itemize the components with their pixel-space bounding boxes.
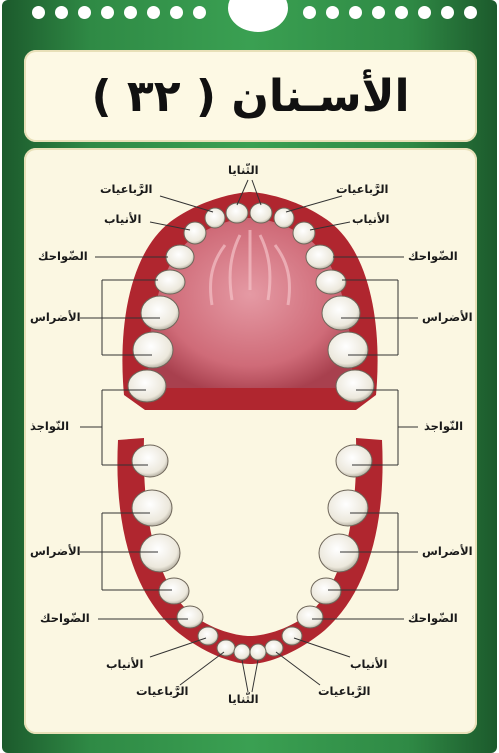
label-upper-premolars-right: الضّواحك bbox=[408, 249, 458, 263]
lower-jaw bbox=[117, 438, 382, 664]
label-upper-premolars-left: الضّواحك bbox=[38, 249, 88, 263]
label-lower-molars-right: الأضراس bbox=[422, 544, 473, 558]
upper-jaw bbox=[122, 192, 377, 410]
label-wisdom-left: النّواجذ bbox=[30, 419, 69, 433]
label-lower-canines-left: الأنياب bbox=[106, 657, 143, 671]
label-upper-laterals-left: الرَّباعيات bbox=[100, 182, 152, 196]
label-lower-laterals-right: الرَّباعيات bbox=[318, 684, 370, 698]
label-lower-laterals-left: الرَّباعيات bbox=[136, 684, 188, 698]
label-wisdom-right: النّواجذ bbox=[424, 419, 463, 433]
lower-teeth bbox=[132, 445, 372, 660]
label-upper-molars-right: الأضراس bbox=[422, 310, 473, 324]
label-upper-laterals-right: الرَّباعيات bbox=[336, 182, 388, 196]
label-lower-premolars-right: الضّواحك bbox=[408, 611, 458, 625]
label-upper-canines-right: الأنياب bbox=[352, 212, 389, 226]
label-upper-molars-left: الأضراس bbox=[30, 310, 81, 324]
label-upper-canines-left: الأنياب bbox=[104, 212, 141, 226]
label-lower-canines-right: الأنياب bbox=[350, 657, 387, 671]
label-upper-incisors: الثّنايا bbox=[228, 163, 259, 177]
label-lower-premolars-left: الضّواحك bbox=[40, 611, 90, 625]
label-lower-molars-left: الأضراس bbox=[30, 544, 81, 558]
label-lower-incisors: الثّنايا bbox=[228, 692, 259, 706]
